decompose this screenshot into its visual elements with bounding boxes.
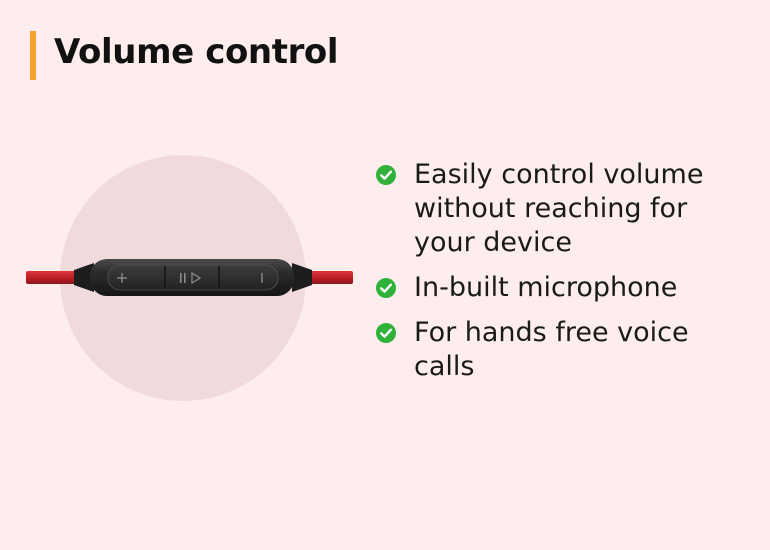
strain-relief-right [292, 263, 312, 292]
check-circle-icon [376, 323, 396, 343]
cable-right [300, 271, 353, 284]
feature-text: In-built microphone [414, 272, 678, 303]
feature-list: Easily control volume without reaching f… [374, 158, 754, 395]
cable-left [26, 271, 82, 284]
volume-up-icon [117, 273, 127, 283]
play-pause-icon [180, 271, 202, 285]
check-circle-icon [376, 165, 396, 185]
feature-item-microphone: In-built microphone [374, 271, 754, 305]
remote-face [107, 264, 279, 291]
feature-item-calls: For hands free voice calls [374, 316, 754, 384]
feature-text: Easily control volume without reaching f… [414, 159, 704, 258]
strain-relief-left [74, 263, 94, 292]
check-circle-icon [376, 278, 396, 298]
title-accent-bar [30, 31, 36, 80]
page-title: Volume control [54, 32, 339, 72]
feature-text: For hands free voice calls [414, 317, 689, 382]
feature-item-volume: Easily control volume without reaching f… [374, 158, 754, 260]
